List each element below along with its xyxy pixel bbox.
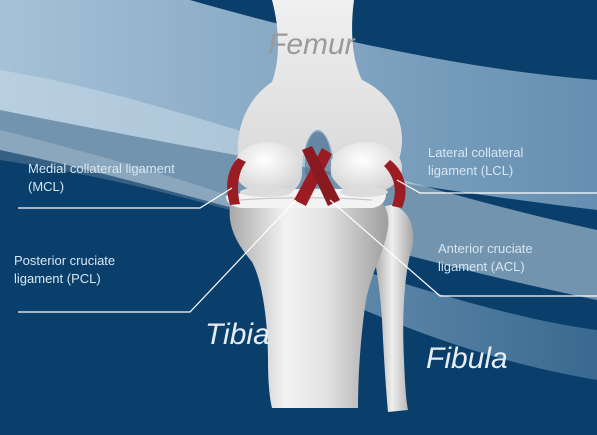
pcl-label-line1: Posterior cruciate (14, 252, 115, 270)
acl-label: Anterior cruciate ligament (ACL) (438, 240, 533, 276)
acl-label-line2: ligament (ACL) (438, 258, 533, 276)
lcl-label-line2: ligament (LCL) (428, 162, 523, 180)
tibia-bone (226, 189, 388, 408)
tibia-label: Tibia (205, 318, 270, 352)
lcl-label: Lateral collateral ligament (LCL) (428, 144, 523, 180)
pcl-label-line2: ligament (PCL) (14, 270, 115, 288)
mcl-label-line1: Medial collateral ligament (28, 160, 175, 178)
mcl-label-line2: (MCL) (28, 178, 175, 196)
mcl-label: Medial collateral ligament (MCL) (28, 160, 175, 196)
lcl-label-line1: Lateral collateral (428, 144, 523, 162)
femur-label: Femur (268, 28, 355, 62)
acl-label-line1: Anterior cruciate (438, 240, 533, 258)
pcl-label: Posterior cruciate ligament (PCL) (14, 252, 115, 288)
fibula-label: Fibula (426, 342, 508, 376)
